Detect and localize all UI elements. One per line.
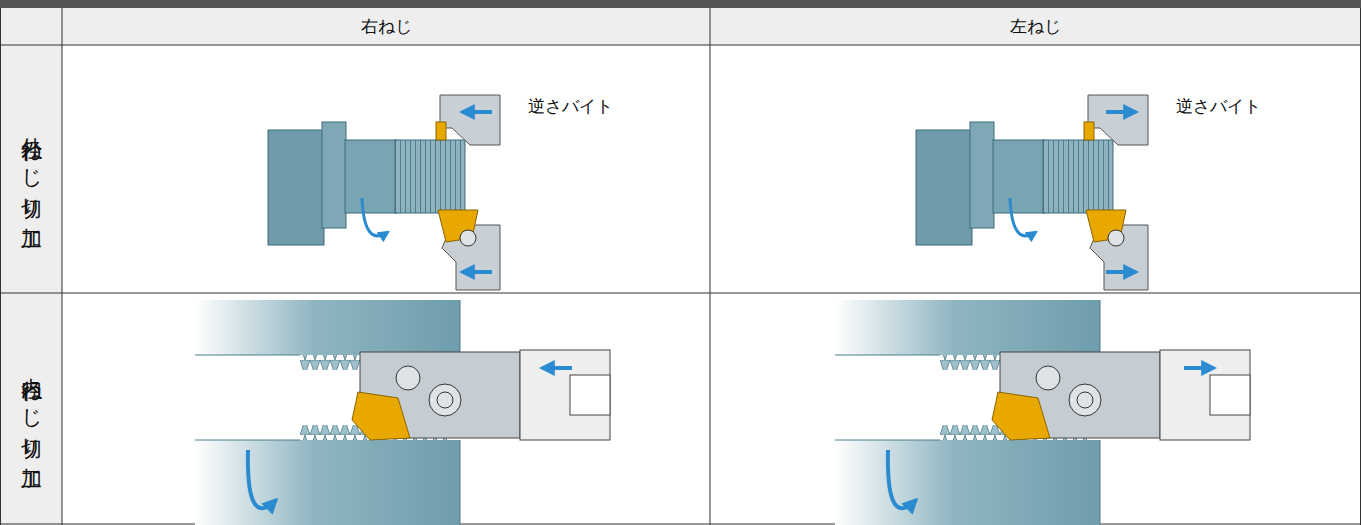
- tool-label: 逆さバイト: [1176, 92, 1306, 120]
- row-header: 内径ねじ切り加工: [0, 293, 62, 525]
- tool-label: 逆さバイト: [528, 92, 658, 120]
- row-header: 外径ねじ切り加工: [0, 45, 62, 293]
- column-header: 右ねじ: [62, 8, 710, 45]
- column-header: 左ねじ: [710, 8, 1361, 45]
